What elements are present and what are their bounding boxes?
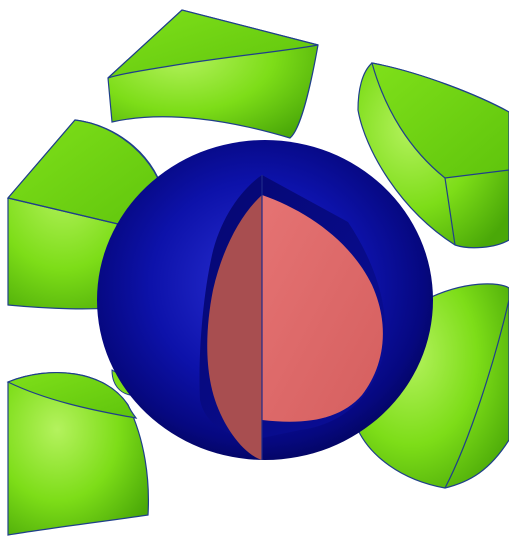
corner-quarter-sphere-bottom-left[interactable] [8,373,148,535]
corner-quarter-sphere-top-center[interactable] [108,10,318,138]
